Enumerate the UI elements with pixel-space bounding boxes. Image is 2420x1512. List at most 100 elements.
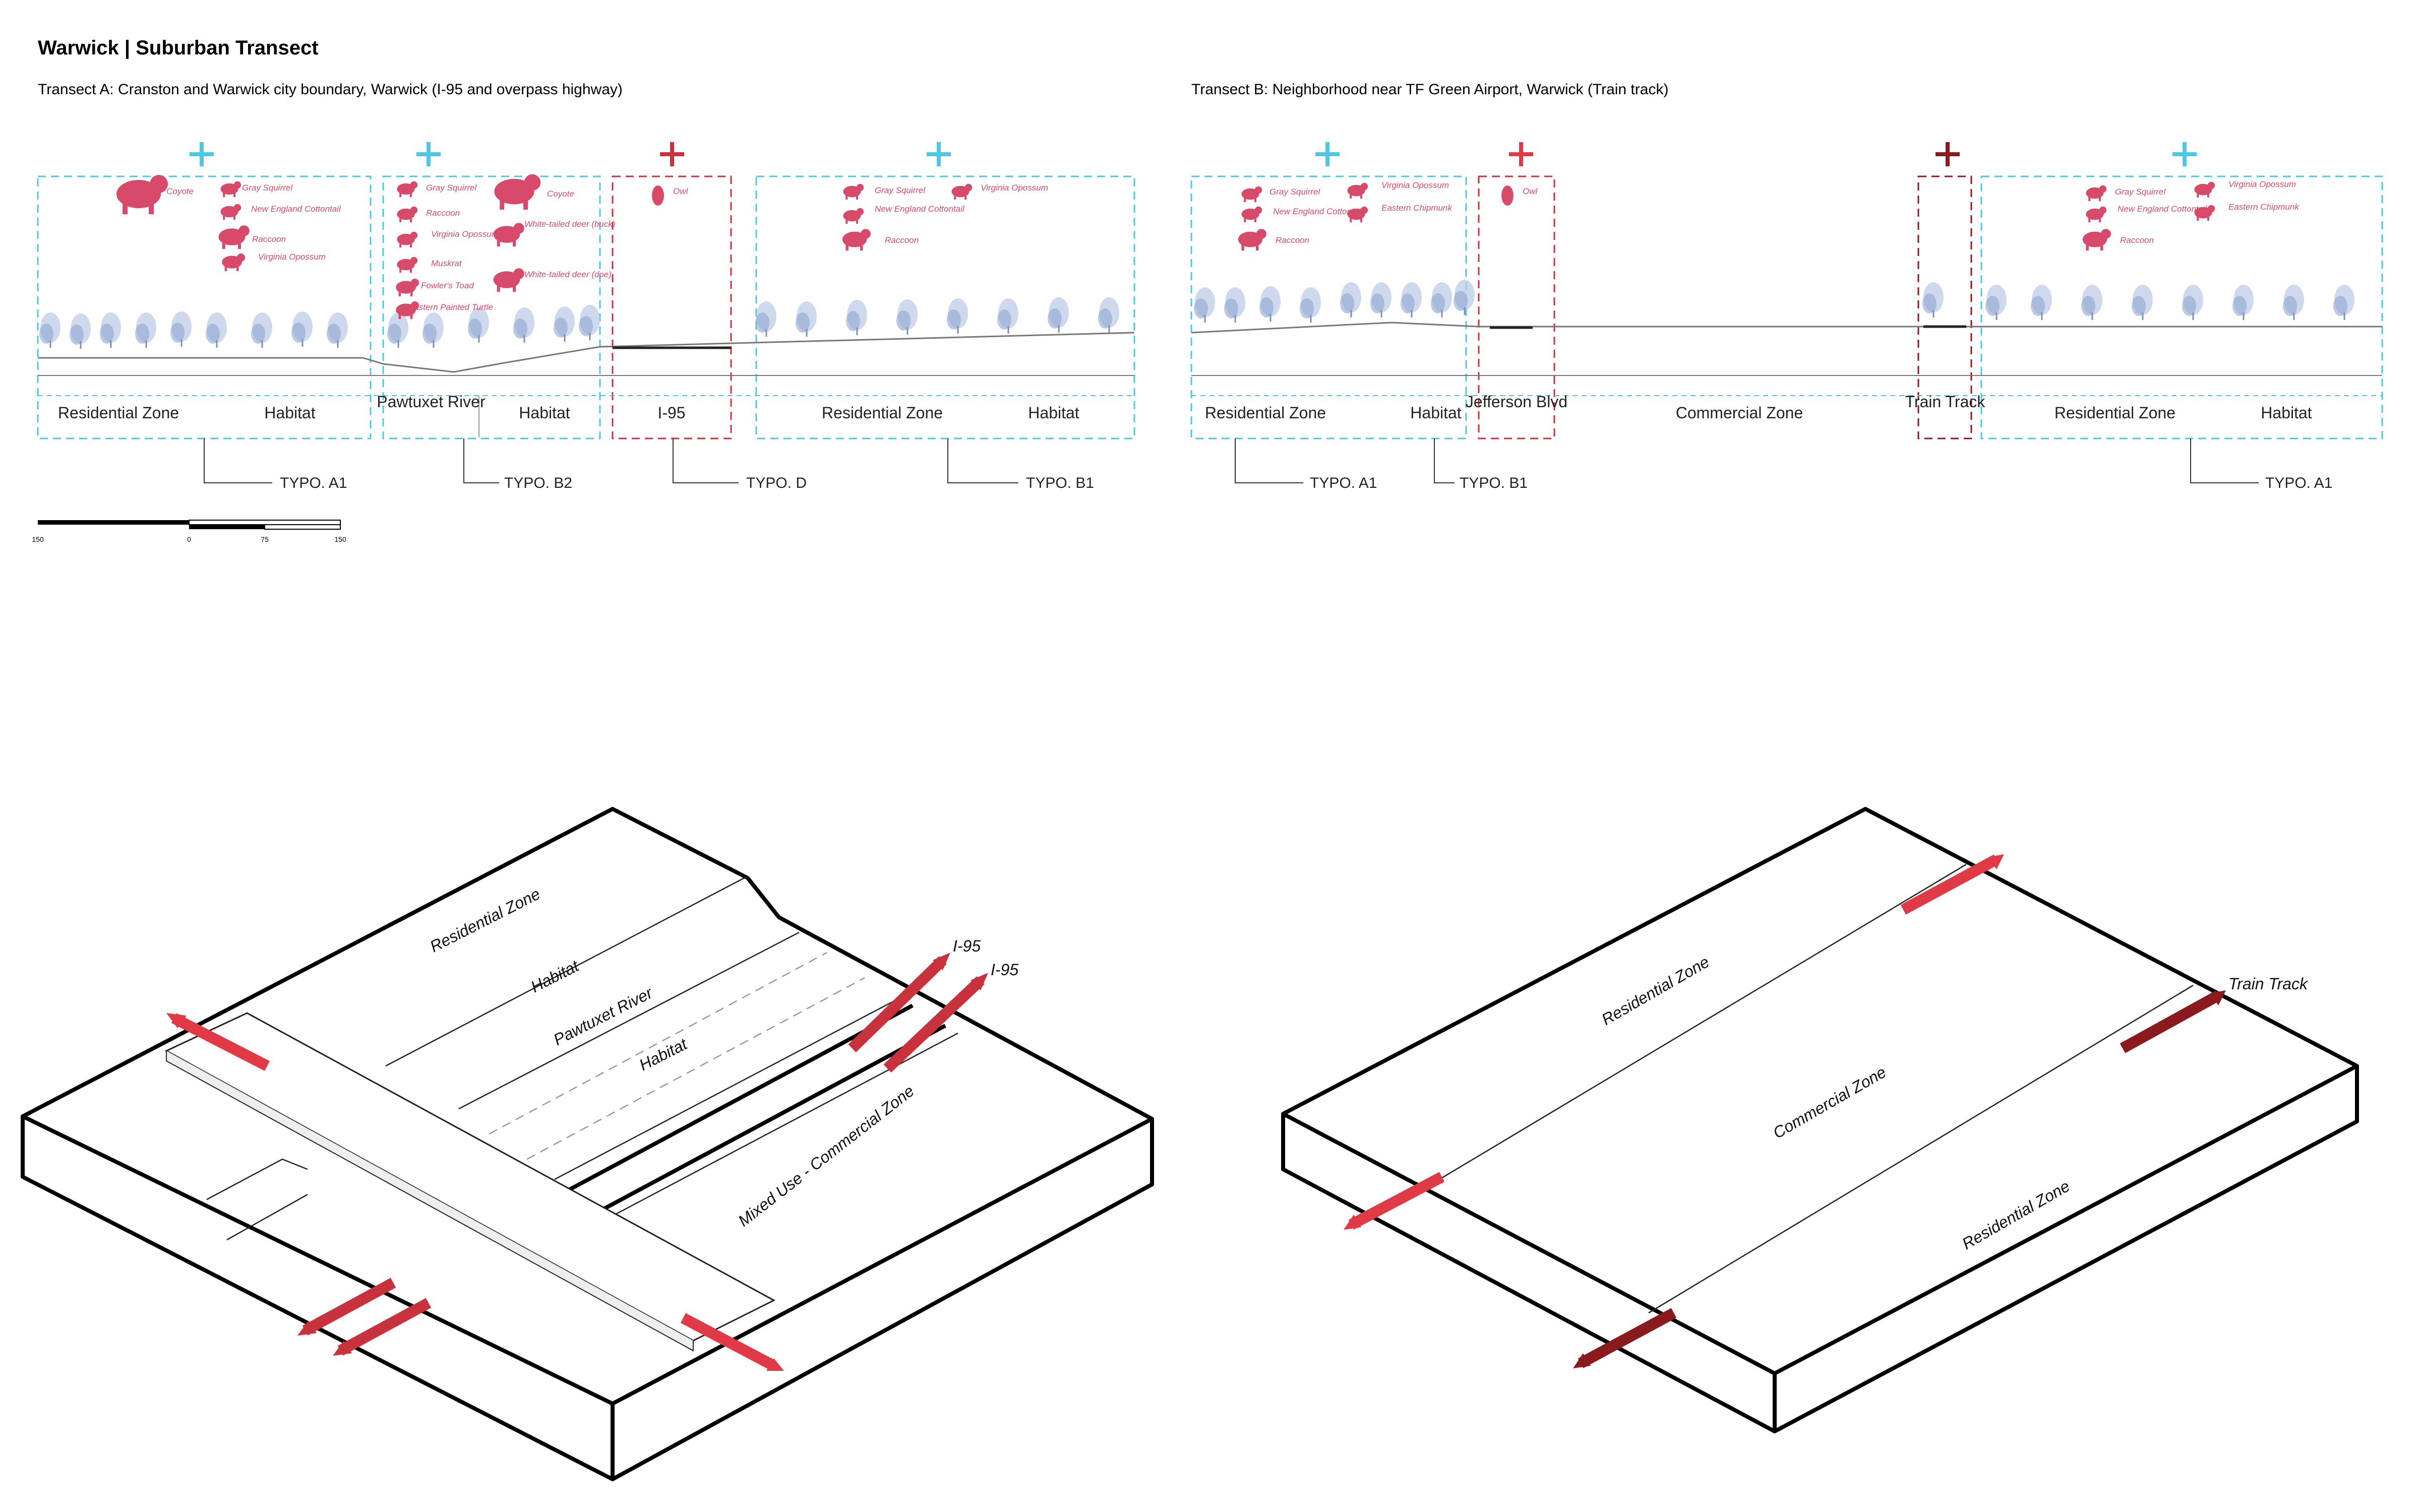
- animal-label: Eastern Chipmunk: [2228, 202, 2300, 212]
- arrow-icon: [2120, 990, 2226, 1053]
- arrow-icon: [166, 1013, 270, 1071]
- animal-label: Gray Squirrel: [2115, 187, 2166, 197]
- block-side: [1281, 1066, 2359, 1433]
- zone-label: Residential Zone: [1599, 953, 1713, 1029]
- animal-icon: [397, 181, 418, 197]
- animal-icon: [220, 204, 241, 220]
- zone-label: Residential Zone: [1959, 1177, 2073, 1253]
- animal-label: Virginia Opossum: [431, 229, 499, 239]
- animal-label: Gray Squirrel: [426, 183, 477, 193]
- animal-icon: [494, 174, 541, 210]
- zone-label: Train Track: [1905, 393, 1986, 411]
- arrow-icon: [680, 1313, 784, 1371]
- typo-leader: [673, 438, 739, 483]
- page-title: Warwick | Suburban Transect: [38, 37, 319, 59]
- plus-icon: [1935, 142, 1960, 166]
- habitat-box: [1190, 175, 1467, 439]
- transect-b-title: Transect B: Neighborhood near TF Green A…: [1191, 81, 1668, 98]
- plus-icon: [190, 142, 214, 166]
- animal-label: Eastern Chipmunk: [1381, 203, 1453, 213]
- transect-a-title: Transect A: Cranston and Warwick city bo…: [38, 81, 623, 98]
- animal-label: Virginia Opossum: [981, 183, 1048, 193]
- animal-label: Owl: [1523, 186, 1538, 196]
- terrain-line: [226, 1193, 308, 1241]
- owl-icon: [652, 185, 664, 206]
- zone-label: Habitat: [528, 957, 582, 996]
- zone-label: I-95: [657, 404, 685, 422]
- animal-label: Virginia Opossum: [2228, 179, 2296, 189]
- tree-row: [38, 296, 1120, 350]
- scale-tick: 150: [334, 535, 346, 543]
- animal-label: New England Cottontail: [251, 204, 341, 214]
- scale-tick: 75: [261, 535, 269, 543]
- tree-row: [1193, 279, 2355, 324]
- arrow-icon: [848, 953, 950, 1052]
- animal-icon: [1347, 182, 1368, 199]
- animal-label: Raccoon: [885, 235, 919, 245]
- highway-line: [601, 1024, 946, 1212]
- typo-leader: [2190, 438, 2259, 483]
- animal-label: Virginia Opossum: [1381, 180, 1449, 190]
- typo-leader: [463, 438, 499, 483]
- habitat-box: [382, 175, 601, 439]
- river-dash: [526, 977, 865, 1160]
- ground-line: [38, 332, 1135, 373]
- zone-label: Habitat: [519, 404, 570, 422]
- overpass-side: [166, 1051, 694, 1352]
- zone-label: Commercial Zone: [1676, 404, 1803, 422]
- animal-label: Eastern Painted Turtle: [408, 302, 493, 312]
- typo-label: TYPO. A1: [2265, 475, 2332, 491]
- rail-box: [1917, 175, 1972, 439]
- typo-label: TYPO. B1: [1026, 475, 1094, 491]
- animal-icon: [843, 183, 864, 200]
- animal-icon: [1241, 186, 1262, 202]
- zone-label: Jefferson Blvd: [1466, 393, 1567, 411]
- typo-leader: [1235, 438, 1303, 483]
- animal-icon: [116, 175, 168, 214]
- animal-label: Muskrat: [431, 259, 462, 268]
- strip-line: [554, 997, 900, 1180]
- zone-label: Pawtuxet River: [551, 983, 656, 1049]
- typo-label: TYPO. B1: [1460, 475, 1528, 491]
- animal-icon: [397, 206, 418, 222]
- arrow-label: Train Track: [2228, 975, 2309, 993]
- plus-icon: [416, 142, 441, 166]
- habitat-box: [37, 175, 372, 439]
- plus-icon: [1509, 142, 1533, 166]
- transect-a: Coyote Gray Squirrel New England Cottont…: [32, 142, 1135, 543]
- zone-label: Residential Zone: [58, 404, 179, 422]
- strip-line: [385, 876, 747, 1067]
- isometric-block-b: Train Track Residential Zone Commercial …: [1281, 807, 2359, 1433]
- ground-line: [1191, 322, 2382, 334]
- road-box: [612, 175, 732, 439]
- animal-label: Virginia Opossum: [258, 252, 326, 262]
- animal-icon: [220, 181, 241, 197]
- strip-line: [1648, 984, 2194, 1314]
- animal-label: Coyote: [547, 189, 574, 199]
- typo-label: TYPO. D: [746, 475, 807, 491]
- typo-leader: [1434, 438, 1455, 483]
- zone-label: Residential Zone: [822, 404, 943, 422]
- animal-icon: [397, 231, 418, 247]
- animal-label: White-tailed deer (doe): [524, 270, 612, 279]
- typo-label: TYPO. A1: [280, 475, 347, 491]
- transect-b: Gray Squirrel New England Cottontail Rac…: [1190, 142, 2383, 491]
- plus-icon: [927, 142, 951, 166]
- typo-leader: [947, 438, 1018, 483]
- scale-bar: 150 0 75 150: [32, 520, 346, 543]
- block-top-outline: [21, 807, 1154, 1406]
- animal-icon: [951, 183, 973, 200]
- typo-label: TYPO. B2: [504, 475, 572, 491]
- animal-icon: [493, 223, 524, 246]
- habitat-box: [755, 175, 1135, 439]
- plus-icon: [2172, 142, 2197, 166]
- animal-label: Owl: [673, 186, 689, 196]
- typo-leader: [204, 438, 272, 483]
- plus-icon: [660, 142, 684, 166]
- animal-icon: [493, 268, 524, 292]
- zone-label: Habitat: [1028, 404, 1079, 422]
- animal-label: Raccoon: [1276, 235, 1309, 245]
- scale-tick: 150: [32, 535, 44, 543]
- animal-icon: [842, 229, 871, 250]
